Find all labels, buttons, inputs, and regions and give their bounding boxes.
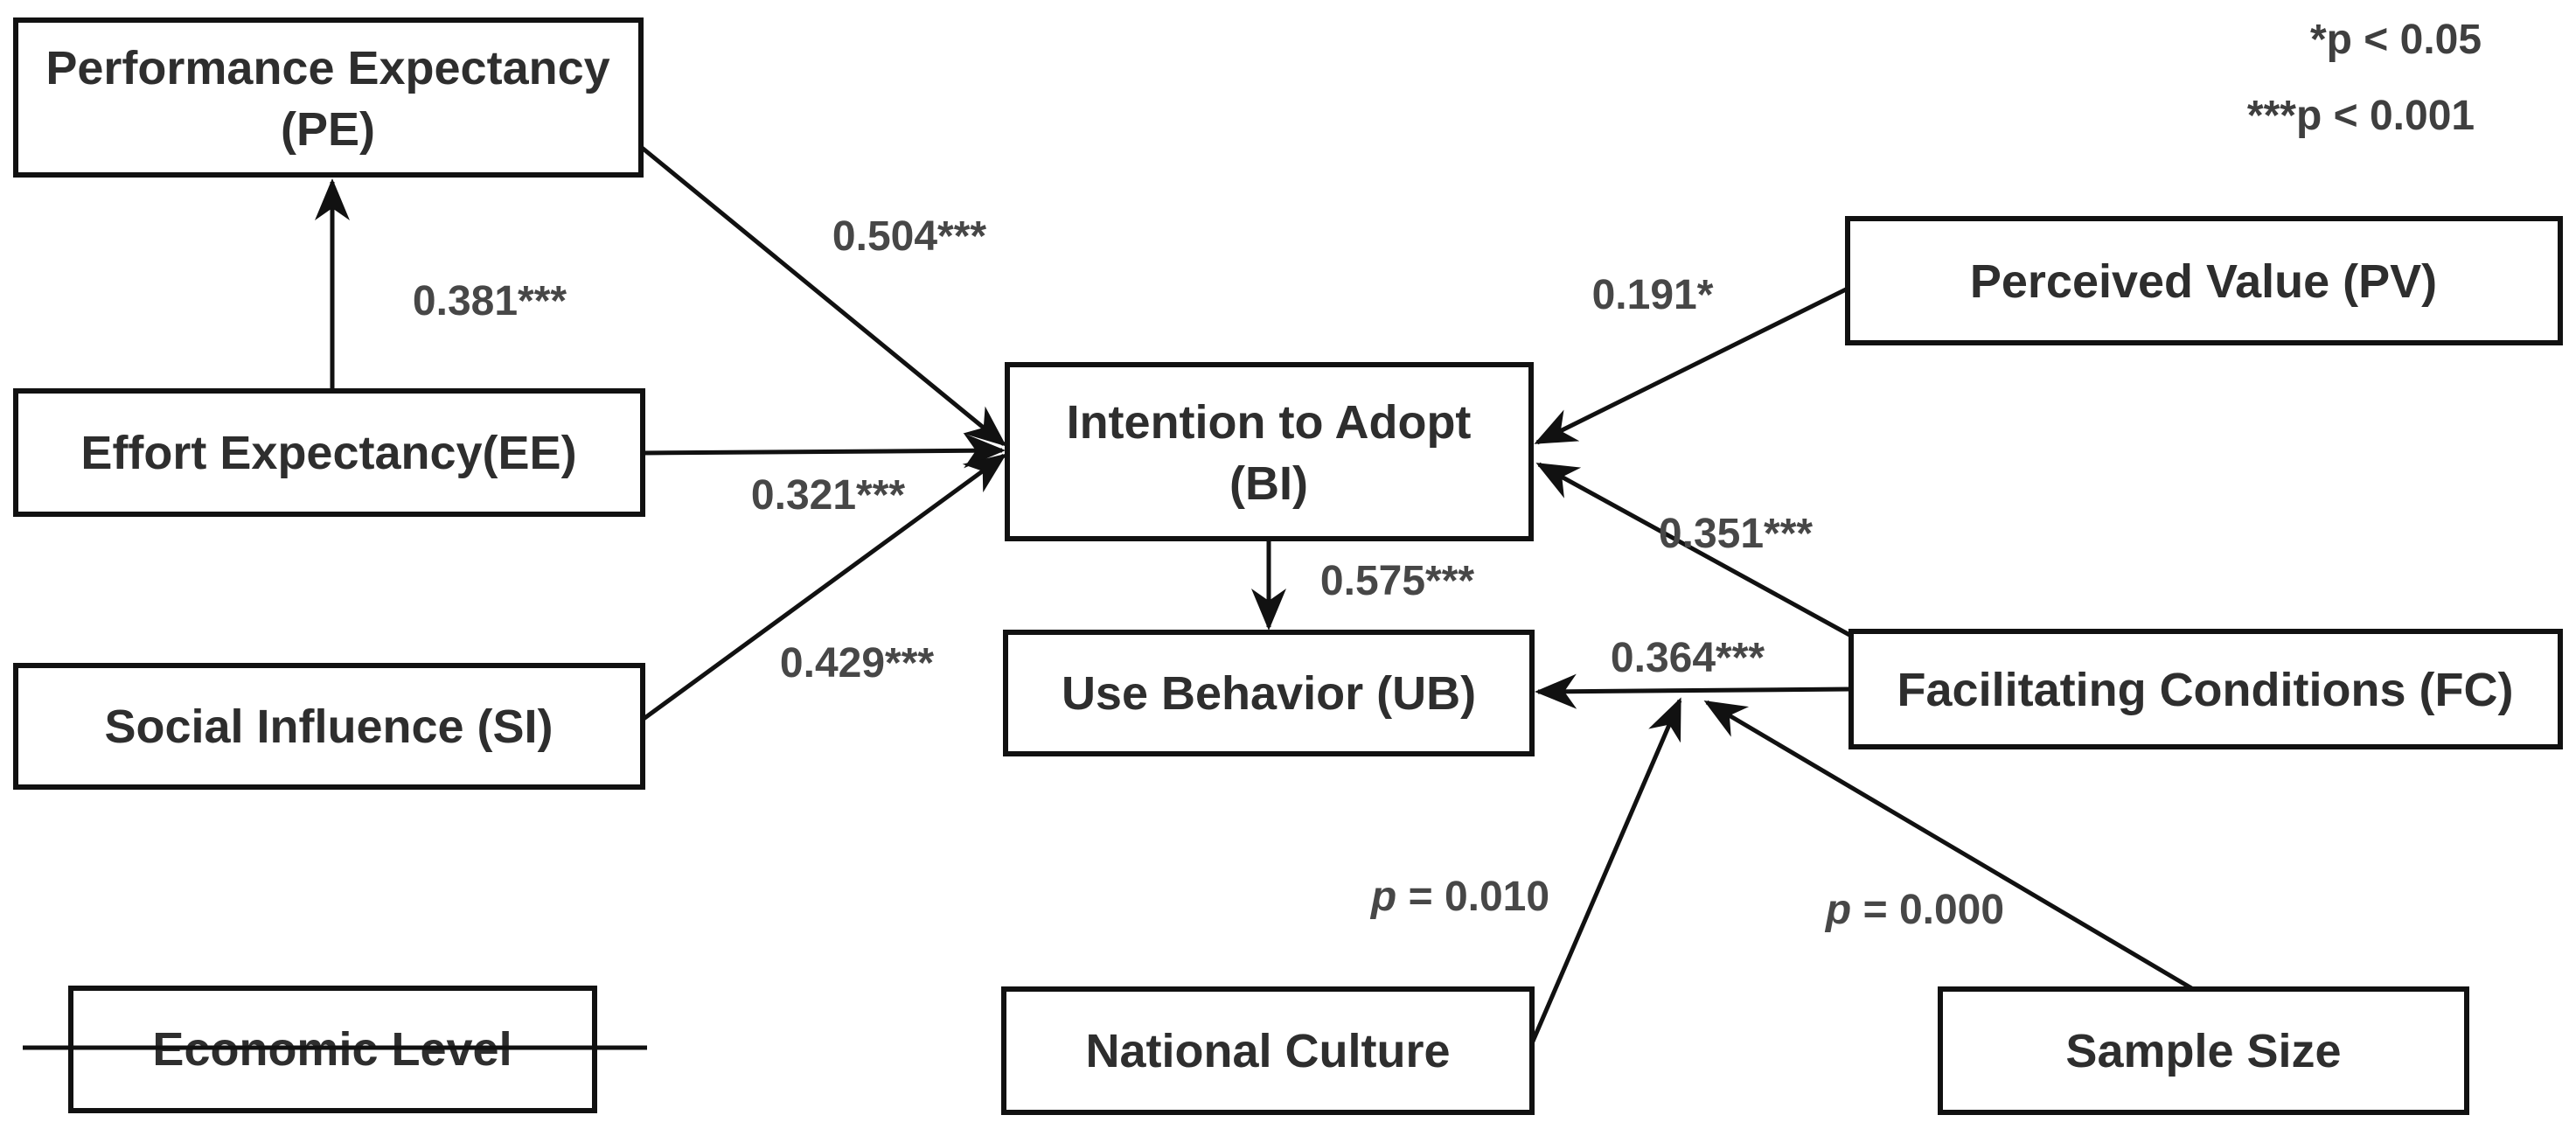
ee-label: Effort Expectancy(EE) bbox=[80, 427, 576, 479]
pvalue-nc-moderation: p = 0.010 bbox=[1369, 874, 1549, 920]
pe-label-line1: Performance Expectancy bbox=[45, 42, 609, 94]
pv-box bbox=[1845, 216, 2563, 345]
node-use-behavior: Use Behavior (UB) bbox=[1003, 630, 1535, 756]
node-national-culture: National Culture bbox=[1001, 986, 1535, 1115]
ee-box bbox=[13, 388, 645, 517]
ss-box bbox=[1938, 986, 2469, 1115]
pv-label: Perceived Value (PV) bbox=[1970, 255, 2437, 308]
coef-fc-bi: 0.351*** bbox=[1659, 511, 1813, 557]
edges bbox=[315, 145, 2195, 1044]
legend-sig-1: *p < 0.05 bbox=[2310, 17, 2482, 63]
coef-bi-ub: 0.575*** bbox=[1320, 558, 1474, 604]
bi-label-line1: Intention to Adopt bbox=[1067, 396, 1472, 449]
coef-pe-bi: 0.504*** bbox=[832, 213, 986, 260]
coef-fc-ub: 0.364*** bbox=[1611, 635, 1765, 681]
significance-legend: *p < 0.05 ***p < 0.001 bbox=[2247, 17, 2482, 139]
arrow-fc-to-ub bbox=[1535, 673, 1852, 709]
node-sample-size: Sample Size bbox=[1938, 986, 2469, 1115]
coef-pv-bi: 0.191* bbox=[1592, 272, 1714, 318]
pe-label-line2: (PE) bbox=[281, 103, 375, 156]
si-box bbox=[13, 663, 645, 790]
ss-label: Sample Size bbox=[2065, 1025, 2341, 1077]
arrow-fc-to-bi bbox=[1535, 462, 1853, 638]
fc-label: Facilitating Conditions (FC) bbox=[1897, 664, 2514, 716]
node-effort-expectancy: Effort Expectancy(EE) bbox=[13, 388, 645, 517]
node-economic-level: Economic Level bbox=[23, 986, 647, 1113]
legend-sig-2: ***p < 0.001 bbox=[2247, 93, 2475, 139]
node-facilitating-conditions: Facilitating Conditions (FC) bbox=[1848, 629, 2563, 749]
pe-box bbox=[13, 17, 644, 178]
node-performance-expectancy: Performance Expectancy (PE) bbox=[13, 17, 644, 178]
coef-si-bi: 0.429*** bbox=[780, 640, 934, 686]
ub-box bbox=[1003, 630, 1535, 756]
node-intention-to-adopt: Intention to Adopt (BI) bbox=[1005, 362, 1534, 541]
ub-label: Use Behavior (UB) bbox=[1062, 667, 1476, 720]
arrow-nc-moderation bbox=[1529, 697, 1682, 1044]
arrow-pe-to-bi bbox=[639, 145, 1007, 447]
coef-ee-bi: 0.321*** bbox=[751, 472, 905, 519]
nc-label: National Culture bbox=[1085, 1025, 1450, 1077]
nc-box bbox=[1001, 986, 1535, 1115]
fc-box bbox=[1848, 629, 2563, 749]
node-social-influence: Social Influence (SI) bbox=[13, 663, 645, 790]
si-label: Social Influence (SI) bbox=[104, 700, 553, 753]
arrow-si-to-bi bbox=[642, 453, 1007, 721]
coefficient-labels: 0.381*** 0.504*** 0.321*** 0.429*** 0.19… bbox=[413, 213, 2004, 933]
node-perceived-value: Perceived Value (PV) bbox=[1845, 216, 2563, 345]
pvalue-ss-moderation: p = 0.000 bbox=[1824, 887, 2004, 933]
bi-box bbox=[1005, 362, 1534, 541]
arrow-ee-to-bi bbox=[642, 433, 1006, 469]
coef-ee-pe: 0.381*** bbox=[413, 278, 567, 324]
arrow-ss-moderation bbox=[1703, 700, 2195, 992]
bi-label-line2: (BI) bbox=[1229, 457, 1308, 510]
arrow-pv-to-bi bbox=[1534, 286, 1849, 445]
